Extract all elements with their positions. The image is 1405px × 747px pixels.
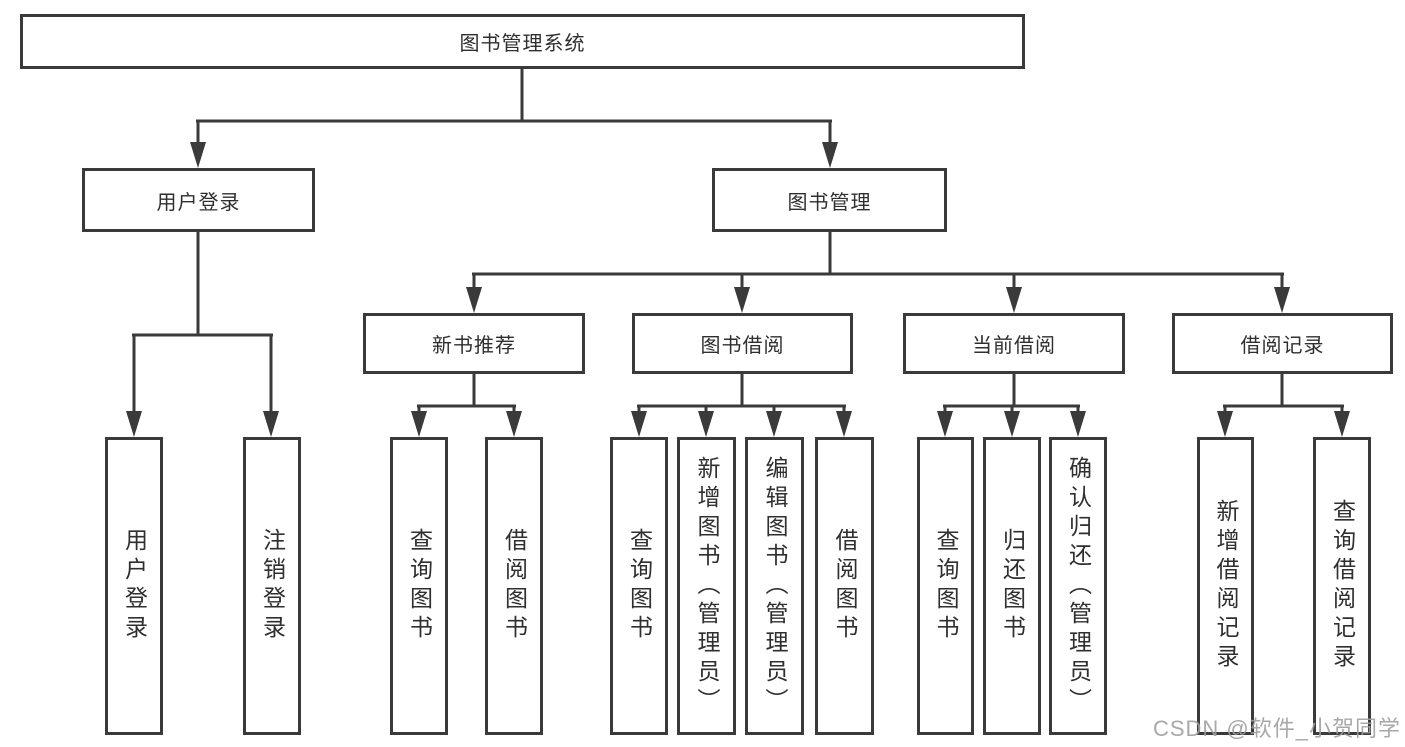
node-leaf-logout: 注销登录 xyxy=(243,437,301,735)
csdn-watermark: CSDN @软件_小贺同学 xyxy=(1152,716,1401,741)
node-leaf-query-books-current: 查询图书 xyxy=(917,437,974,735)
node-leaf-add-borrow-record: 新增借阅记录 xyxy=(1197,437,1254,735)
node-label: 用户登录 xyxy=(121,528,148,644)
node-label: 图书借阅 xyxy=(700,335,785,357)
node-current-borrow: 当前借阅 xyxy=(903,313,1125,374)
node-label: 借阅记录 xyxy=(1240,335,1325,357)
node-label: 图书管理 xyxy=(787,191,872,214)
node-book-management: 图书管理 xyxy=(712,168,947,232)
connector-book-borrow-branch xyxy=(631,374,852,437)
node-label: 查询图书 xyxy=(933,528,959,644)
node-label: 用户登录 xyxy=(156,191,241,214)
node-label: 确认归还（管理员） xyxy=(1065,455,1092,717)
node-label: 图书管理系统 xyxy=(459,33,586,55)
node-label: 编辑图书（管理员） xyxy=(762,455,788,717)
node-label: 归还图书 xyxy=(999,528,1026,644)
node-leaf-query-books-borrow: 查询图书 xyxy=(610,437,668,735)
node-label: 新书推荐 xyxy=(432,335,516,357)
connector-borrow-records-branch xyxy=(1217,374,1350,437)
node-label: 借阅图书 xyxy=(832,528,858,644)
node-leaf-query-borrow-record: 查询借阅记录 xyxy=(1313,437,1371,735)
node-label: 新增图书（管理员） xyxy=(694,455,720,717)
connector-new-book-recommend-branch xyxy=(411,374,522,437)
connector-book-management-branch xyxy=(466,232,1290,313)
node-label: 查询图书 xyxy=(406,528,433,644)
node-leaf-edit-books-admin: 编辑图书（管理员） xyxy=(745,437,804,735)
node-label: 当前借阅 xyxy=(972,335,1056,357)
node-leaf-return-books: 归还图书 xyxy=(983,437,1041,735)
node-leaf-borrow-books: 借阅图书 xyxy=(815,437,874,735)
node-leaf-add-books-admin: 新增图书（管理员） xyxy=(677,437,736,735)
node-leaf-borrow-books-recommend: 借阅图书 xyxy=(485,437,543,735)
node-new-book-recommend: 新书推荐 xyxy=(363,313,585,374)
node-user-login: 用户登录 xyxy=(82,168,315,232)
connector-user-login-branch xyxy=(126,232,279,437)
node-label: 借阅图书 xyxy=(501,528,528,644)
node-book-borrow: 图书借阅 xyxy=(632,313,853,374)
connector-current-borrow-branch xyxy=(937,374,1086,437)
connector-root-to-level2 xyxy=(190,69,838,168)
node-leaf-query-books-recommend: 查询图书 xyxy=(390,437,448,735)
node-leaf-user-login: 用户登录 xyxy=(105,437,163,735)
node-label: 查询图书 xyxy=(626,528,653,644)
node-label: 新增借阅记录 xyxy=(1213,499,1239,673)
node-label: 查询借阅记录 xyxy=(1329,499,1356,673)
node-library-management-system: 图书管理系统 xyxy=(20,14,1025,69)
node-leaf-confirm-return-admin: 确认归还（管理员） xyxy=(1049,437,1107,735)
node-borrow-records: 借阅记录 xyxy=(1172,313,1393,374)
node-label: 注销登录 xyxy=(259,528,286,644)
